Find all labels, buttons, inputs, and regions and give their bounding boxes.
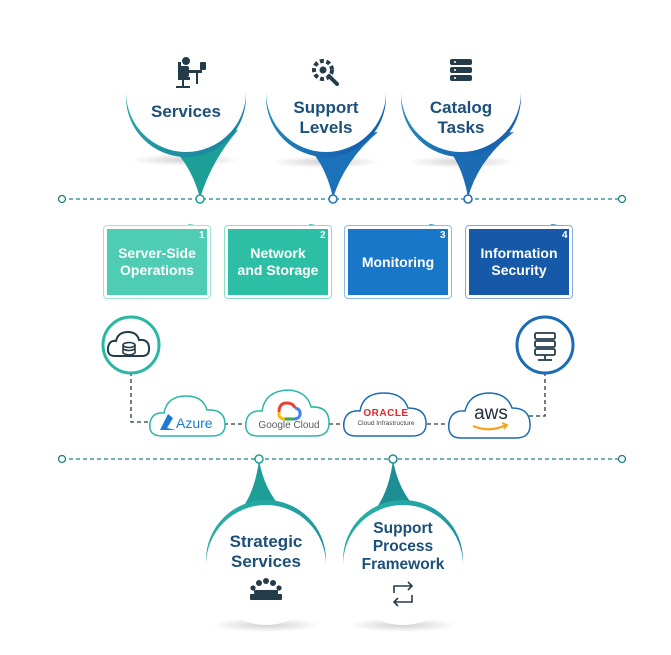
bubble-strategic-services (206, 454, 326, 632)
cloud-label-azure: Azure (176, 415, 213, 431)
server-stack-icon (450, 59, 472, 81)
badge-number: 1 (199, 230, 205, 241)
bubble-label-strategic-services: Strategic Services (229, 532, 303, 571)
box-label: Information Security (480, 245, 558, 278)
cloud-oracle (343, 392, 427, 437)
cloud-aws (448, 392, 531, 439)
meeting-icon (250, 578, 282, 600)
bubble-label-catalog-tasks: Catalog Tasks (429, 98, 493, 137)
cloud-label-aws: aws (474, 403, 508, 424)
cloud-google (245, 389, 330, 437)
bubble-support-process-framework (343, 454, 463, 632)
bubble-catalog-tasks (401, 32, 521, 204)
cloud-label-oracle-sub: Cloud Infrastructure (357, 420, 415, 427)
badge-number: 2 (320, 230, 326, 241)
server-icon (515, 315, 575, 375)
left-connector (130, 372, 160, 423)
badge-number: 4 (562, 230, 568, 241)
box-information-security: Information Security (466, 226, 572, 298)
bubble-support-levels (266, 32, 386, 204)
box-server-side-operations: Server-Side Operations (104, 226, 210, 298)
cloud-azure (149, 395, 226, 437)
badge-number: 3 (440, 230, 446, 241)
box-label: Monitoring (361, 253, 435, 270)
aws-smile-icon (472, 424, 507, 431)
bubble-label-support-levels: Support Levels (293, 98, 359, 137)
desk-worker-icon (176, 57, 206, 88)
azure-logo-icon (160, 414, 176, 430)
gear-wrench-icon (312, 59, 339, 86)
right-connector (520, 372, 546, 417)
cloud-database-icon (101, 315, 161, 375)
box-network-and-storage: Network and Storage (225, 226, 331, 298)
process-loop-icon (392, 581, 414, 607)
bubble-services (126, 32, 246, 204)
box-label: Server-Side Operations (118, 245, 196, 278)
box-monitoring: Monitoring (345, 226, 451, 298)
box-label: Network and Storage (237, 245, 319, 278)
google-cloud-logo-icon (277, 401, 302, 421)
cloud-label-google: Google Cloud (258, 420, 320, 431)
bubble-label-support-process-framework: Support Process Framework (361, 520, 445, 573)
cloud-label-oracle: ORACLE (363, 408, 409, 419)
bubble-label-services: Services (151, 102, 221, 121)
